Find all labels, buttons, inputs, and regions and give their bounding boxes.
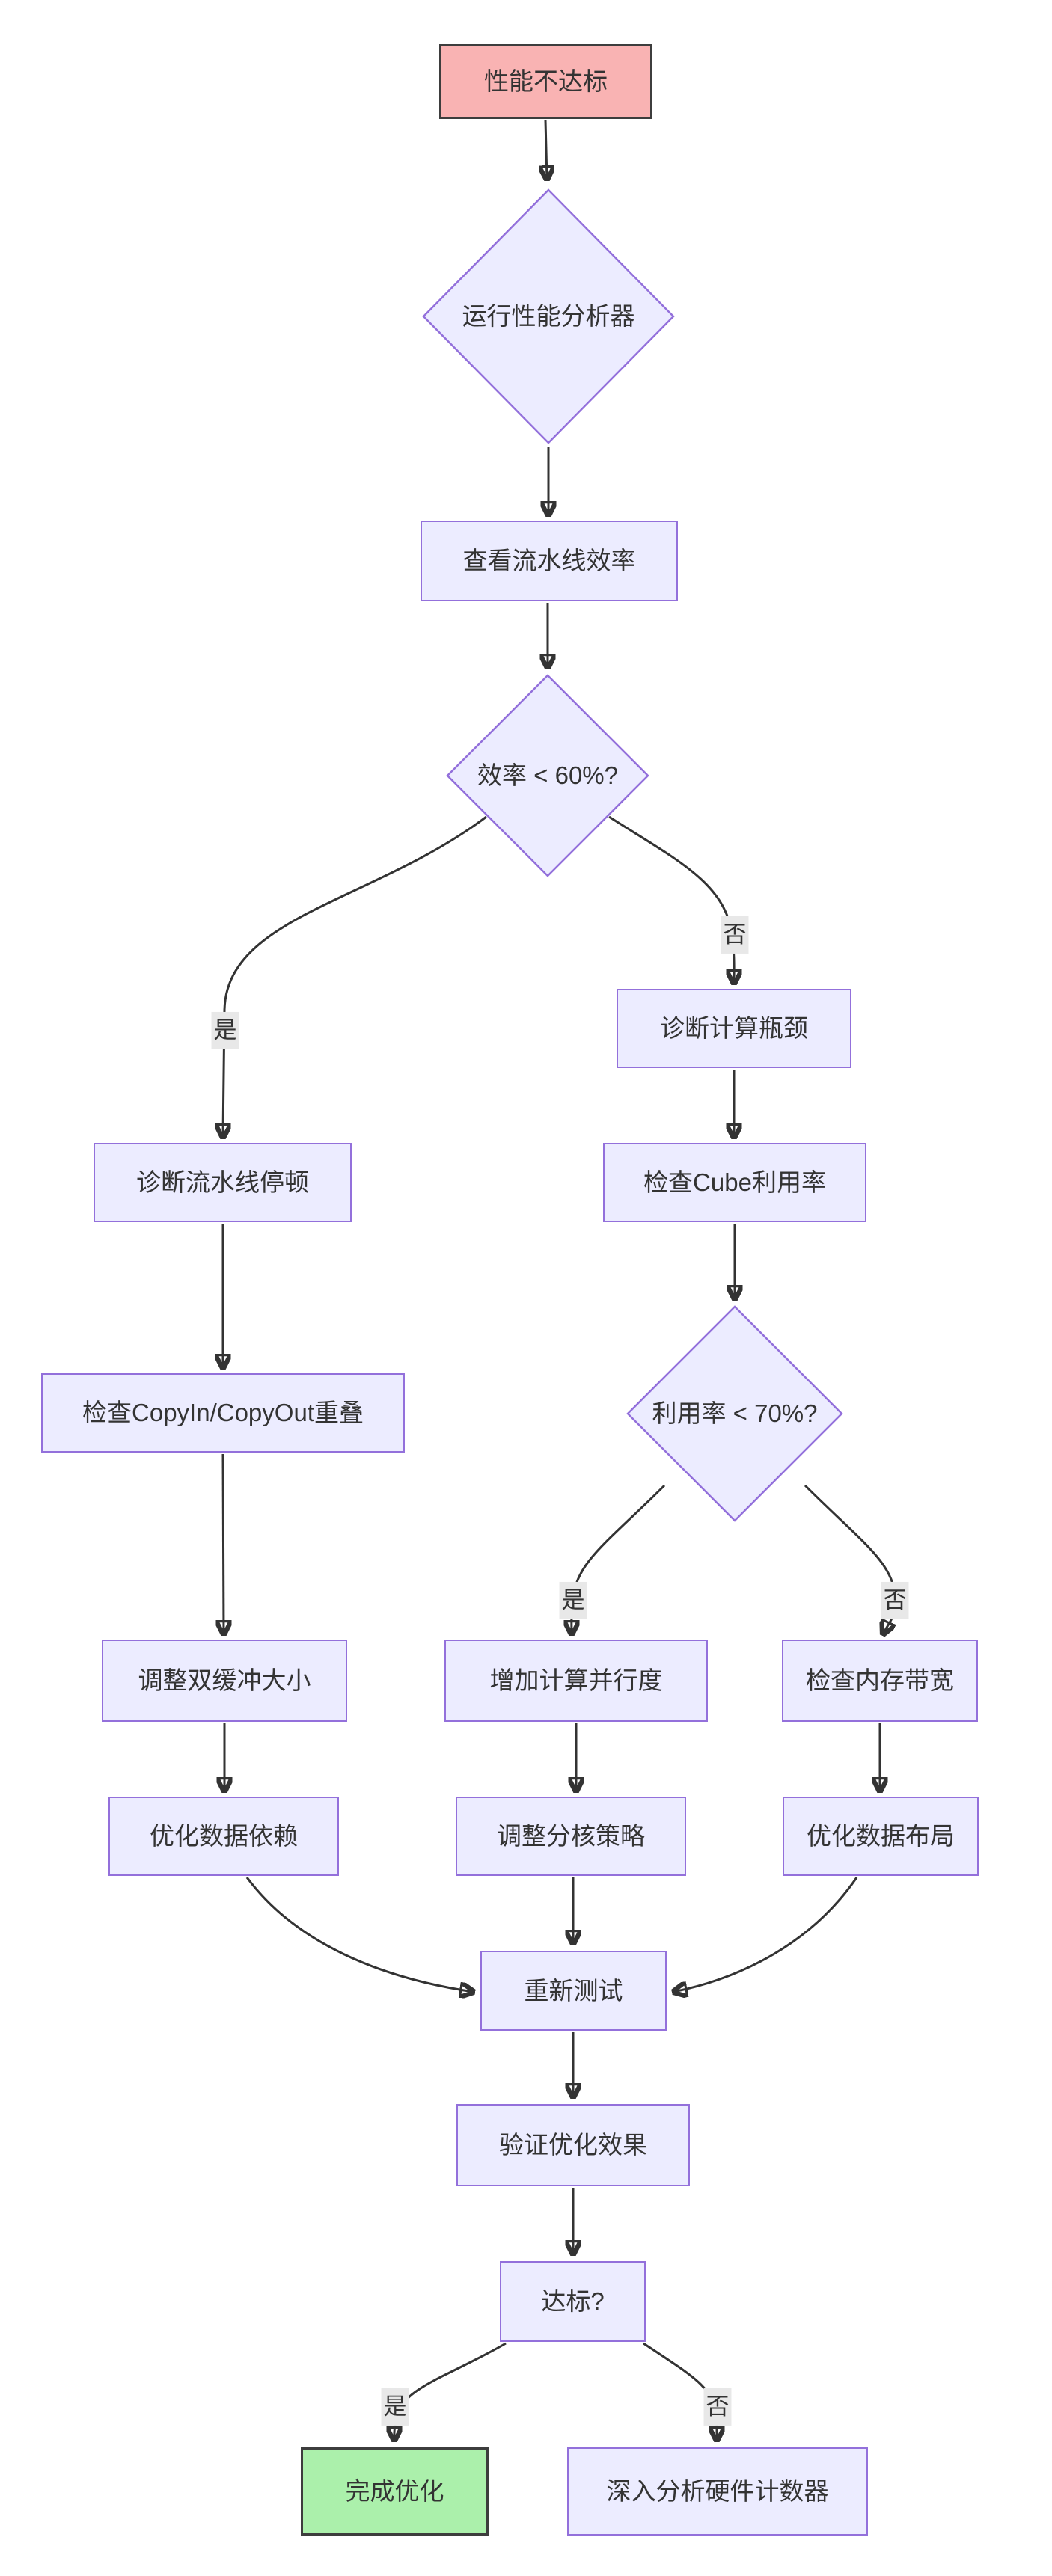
edge-label-utilization-yes: 是 (559, 1581, 587, 1620)
node-utilization-check: 利用率 < 70%? (626, 1304, 844, 1523)
node-run-profiler-label: 运行性能分析器 (462, 302, 635, 331)
node-deep-analysis: 深入分析硬件计数器 (567, 2447, 868, 2536)
node-verify-optimization: 验证优化效果 (456, 2104, 690, 2186)
edge-efficiency-yes (223, 815, 487, 1138)
node-check-memory-bandwidth-label: 检查内存带宽 (806, 1666, 954, 1695)
node-diagnose-compute: 诊断计算瓶颈 (617, 989, 851, 1068)
node-optimize-data-dependency-label: 优化数据依赖 (150, 1822, 298, 1850)
node-efficiency-check-label: 效率 < 60%? (477, 761, 618, 790)
node-run-profiler: 运行性能分析器 (421, 188, 676, 445)
node-check-cube: 检查Cube利用率 (603, 1143, 866, 1222)
node-diagnose-stall-label: 诊断流水线停顿 (136, 1168, 309, 1197)
node-pass-check: 达标? (500, 2261, 646, 2342)
node-optimize-data-layout-label: 优化数据布局 (807, 1822, 955, 1850)
edge-label-pass-no: 否 (703, 2388, 732, 2426)
node-check-cube-label: 检查Cube利用率 (643, 1168, 826, 1197)
node-verify-optimization-label: 验证优化效果 (499, 2131, 647, 2159)
node-check-memory-bandwidth: 检查内存带宽 (782, 1640, 978, 1722)
node-optimize-data-layout: 优化数据布局 (783, 1797, 979, 1876)
node-check-overlap: 检查CopyIn/CopyOut重叠 (41, 1373, 405, 1453)
node-utilization-check-label: 利用率 < 70%? (652, 1399, 818, 1428)
node-retest: 重新测试 (480, 1951, 667, 2031)
node-view-pipeline-label: 查看流水线效率 (462, 547, 636, 575)
node-increase-parallelism-label: 增加计算并行度 (489, 1666, 663, 1695)
edge-overlap-to-buffer (223, 1453, 224, 1634)
node-done-label: 完成优化 (345, 2477, 444, 2506)
node-diagnose-stall: 诊断流水线停顿 (94, 1143, 352, 1222)
node-check-overlap-label: 检查CopyIn/CopyOut重叠 (82, 1399, 364, 1427)
edge-dependency-to-retest (245, 1877, 474, 1992)
edge-label-pass-yes: 是 (381, 2388, 409, 2426)
edge-utilization-no (804, 1484, 897, 1634)
node-view-pipeline: 查看流水线效率 (421, 521, 678, 601)
edge-label-efficiency-yes: 是 (211, 1011, 239, 1050)
edge-label-utilization-no: 否 (881, 1581, 909, 1620)
node-retest-label: 重新测试 (524, 1976, 623, 2005)
diamond-shape (422, 188, 675, 444)
node-done: 完成优化 (301, 2447, 489, 2536)
node-start-label: 性能不达标 (484, 67, 608, 96)
node-diagnose-compute-label: 诊断计算瓶颈 (660, 1014, 808, 1043)
node-optimize-data-dependency: 优化数据依赖 (108, 1797, 339, 1876)
node-efficiency-check: 效率 < 60%? (445, 673, 650, 878)
edge-utilization-yes (572, 1484, 666, 1634)
diamond-shape (446, 674, 649, 877)
edge-efficiency-no (608, 815, 734, 984)
node-deep-analysis-label: 深入分析硬件计数器 (606, 2477, 829, 2506)
node-adjust-tiling-label: 调整分核策略 (497, 1822, 645, 1850)
diamond-shape (626, 1305, 843, 1522)
edge-layout-to-retest (673, 1877, 858, 1992)
edge-label-efficiency-no: 否 (721, 916, 749, 954)
node-pass-check-label: 达标? (541, 2287, 605, 2316)
edge-start-to-profiler (545, 120, 547, 180)
node-adjust-tiling: 调整分核策略 (456, 1797, 686, 1876)
node-start: 性能不达标 (439, 44, 652, 119)
node-adjust-double-buffer: 调整双缓冲大小 (102, 1640, 347, 1722)
node-increase-parallelism: 增加计算并行度 (444, 1640, 708, 1722)
node-adjust-double-buffer-label: 调整双缓冲大小 (138, 1666, 311, 1695)
edge-pass-yes (394, 2342, 507, 2441)
